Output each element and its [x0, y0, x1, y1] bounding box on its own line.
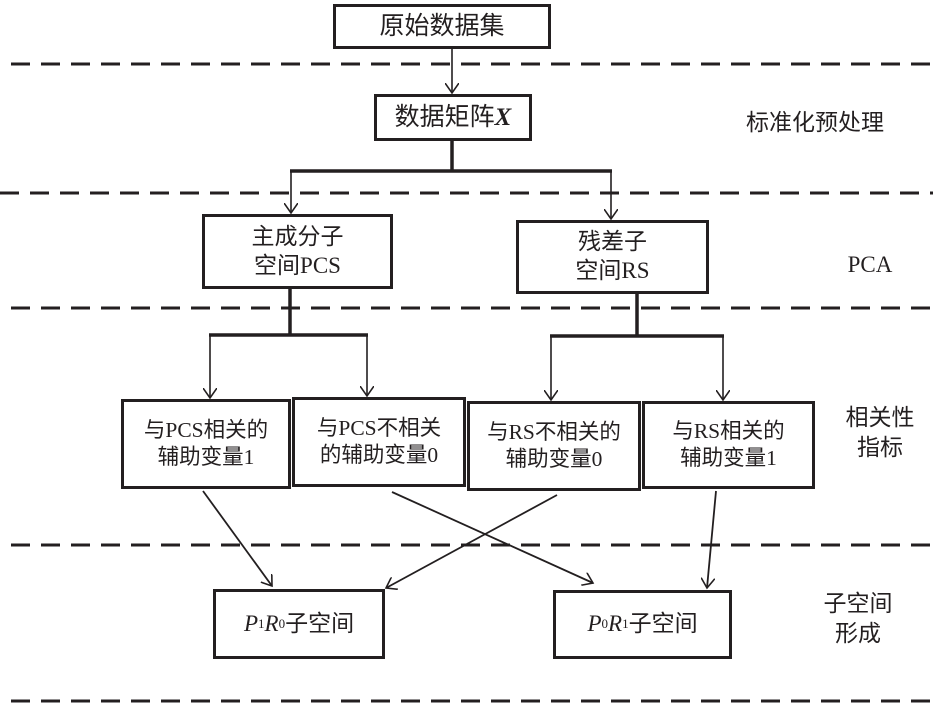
node-pcs-related-line1: 与PCS相关的: [143, 418, 269, 443]
p1r0-r: R: [264, 610, 279, 636]
node-rs-related-line1: 与RS相关的: [672, 419, 785, 444]
stage-label-pca: PCA: [820, 250, 920, 280]
node-rs-related-aux-var: 与RS相关的 辅助变量1: [642, 401, 815, 489]
node-rs-line2: 空间RS: [575, 258, 650, 283]
stage-label-subspace: 子空间 形成: [808, 589, 908, 649]
node-principal-component-subspace: 主成分子 空间PCS: [202, 214, 393, 289]
p0r1-r: R: [608, 611, 623, 637]
stage-pca-text: PCA: [847, 252, 893, 277]
node-rs-unrelated-aux-var: 与RS不相关的 辅助变量0: [467, 401, 641, 491]
p0r1-p-sub: 0: [601, 616, 609, 632]
p0r1-suffix: 子空间: [628, 611, 698, 637]
node-pcs-line2: 空间PCS: [254, 252, 341, 278]
p0r1-r-sub: 1: [622, 616, 629, 632]
node-pcs-line1: 主成分子: [251, 223, 344, 249]
p1r0-p: P: [243, 610, 258, 636]
node-rs-line1: 残差子: [578, 229, 647, 255]
stage-preprocess-text: 标准化预处理: [746, 110, 884, 135]
stage-label-preprocess: 标准化预处理: [720, 108, 910, 138]
node-data-matrix-label: 数据矩阵: [394, 103, 495, 131]
node-rs-unrelated-line1: 与RS不相关的: [487, 420, 621, 445]
stage-correlation-line2: 指标: [857, 434, 903, 460]
node-pcs-related-line2: 辅助变量1: [157, 445, 255, 469]
arrow-rs-unrelated-to-p1r0: [386, 494, 558, 588]
arrow-rs-related-to-p0r1: [707, 490, 717, 588]
node-data-matrix-var: X: [494, 103, 512, 131]
p0r1-p: P: [587, 611, 602, 637]
p1r0-r-sub: 0: [278, 615, 286, 631]
node-rs-unrelated-line2: 辅助变量0: [505, 447, 603, 471]
node-pcs-unrelated-line2: 的辅助变量0: [319, 443, 439, 467]
node-raw-dataset: 原始数据集: [333, 4, 551, 49]
node-pcs-related-aux-var: 与PCS相关的 辅助变量1: [121, 399, 291, 489]
stage-label-correlation: 相关性 指标: [830, 403, 930, 463]
p1r0-suffix: 子空间: [285, 610, 355, 636]
node-rs-related-line2: 辅助变量1: [680, 446, 777, 470]
stage-subspace-line1: 子空间: [823, 591, 893, 616]
node-pcs-unrelated-aux-var: 与PCS不相关 的辅助变量0: [292, 397, 466, 487]
stage-subspace-line2: 形成: [835, 620, 881, 646]
stage-correlation-line1: 相关性: [845, 405, 915, 430]
node-raw-dataset-label: 原始数据集: [379, 12, 505, 40]
node-pcs-unrelated-line1: 与PCS不相关: [316, 416, 442, 441]
node-residual-subspace: 残差子 空间RS: [516, 220, 709, 294]
p1r0-p-sub: 1: [258, 615, 265, 631]
arrow-pcs-unrelated-to-p0r1: [391, 491, 593, 583]
arrow-pcs-related-to-p1r0: [202, 490, 272, 586]
